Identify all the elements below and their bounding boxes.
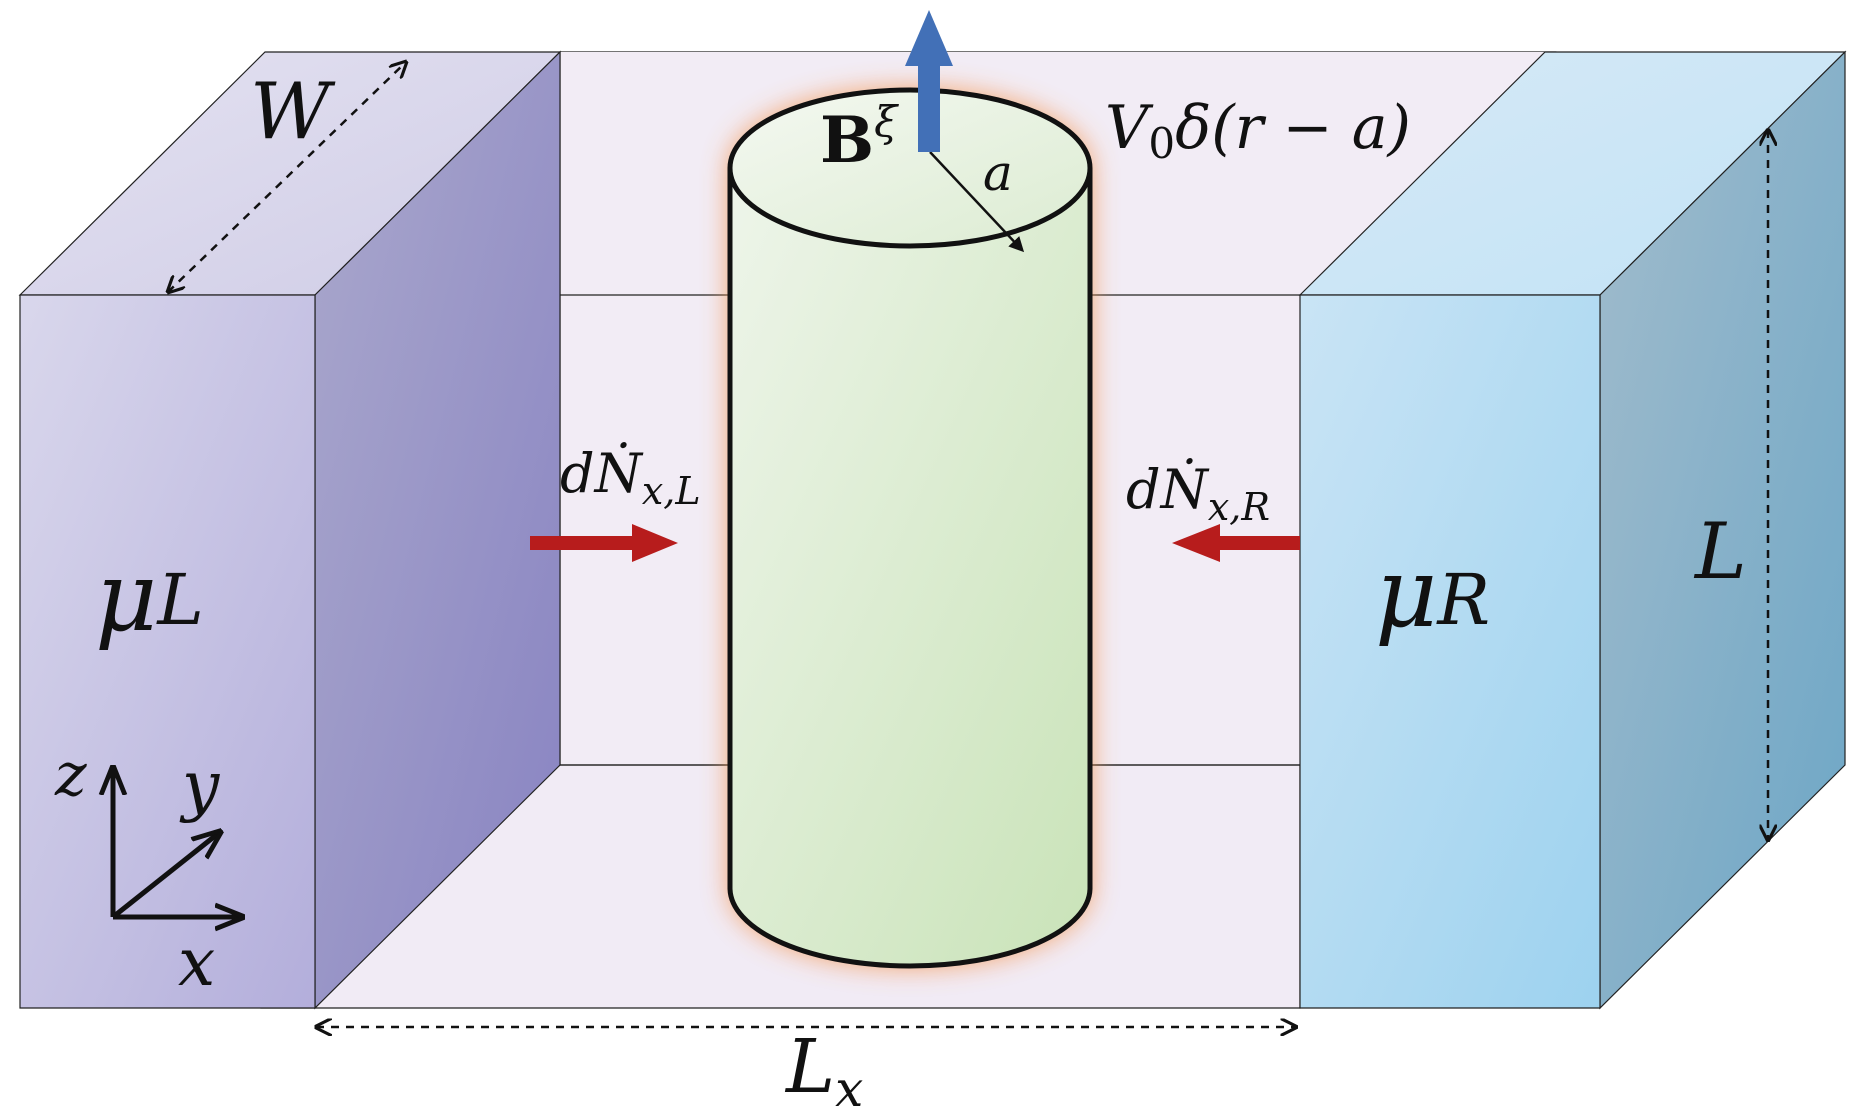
potential-expression: δ(r − a) [1175,93,1411,163]
field-arrow-shaft [918,60,940,152]
arrow-right-icon [530,524,678,562]
potential-label: V0δ(r − a) [1105,93,1411,168]
cylinder-top-cap [727,87,1093,249]
flux-left-arrow-shaft [530,536,640,550]
flux-right-label: dṄx,R [1126,457,1270,529]
cylinder [727,87,1093,969]
axis-y-label: y [179,747,220,824]
length-subscript: x [835,1060,863,1118]
left-lead-mu: μ [95,541,157,653]
axis-y-arrow [111,832,220,919]
right-lead-subscript: R [1435,559,1490,641]
field-symbol: B [820,103,874,178]
flux-right-symbol: Ṅ [1159,457,1210,521]
flux-left-arrow-head [632,524,678,562]
width-dimension-arrow [168,62,406,292]
coordinate-axes: z y x [54,740,242,1001]
axis-x-label: x [178,924,215,1001]
length-symbol: L [784,1024,835,1110]
height-label: L [1693,507,1747,597]
flux-left-prefix: d [560,442,595,505]
flux-left-subscript: x,L [642,469,701,513]
potential-prefix: V [1105,93,1154,163]
right-lead-mu: μ [1375,537,1437,649]
right-lead-block [1298,50,1847,1010]
flux-left-label: dṄx,L [560,441,701,513]
right-lead-label: μR [1375,537,1490,649]
right-lead-front-face [1299,294,1601,1009]
field-arrow-head [905,10,953,66]
flux-left-symbol: Ṅ [593,441,644,505]
flux-right-arrow-head [1172,524,1220,562]
radius-label: a [983,144,1013,202]
arrow-left-icon [1172,524,1300,562]
left-lead-front-face [19,294,316,1009]
width-label: W [250,67,336,157]
left-lead-label: μL [95,541,204,653]
flux-right-subscript: x,R [1208,485,1270,529]
field-label: Bξ [820,97,899,178]
flux-right-arrow-shaft [1212,536,1300,550]
length-label: Lx [784,1024,863,1118]
field-superscript: ξ [874,97,899,146]
cylinder-body [727,168,1093,969]
arrow-up-icon [905,10,953,152]
left-lead-subscript: L [155,559,203,641]
radius-arrow [929,151,1025,253]
flux-right-prefix: d [1126,458,1161,521]
potential-subscript: 0 [1148,119,1175,168]
axis-z-label: z [54,740,87,810]
